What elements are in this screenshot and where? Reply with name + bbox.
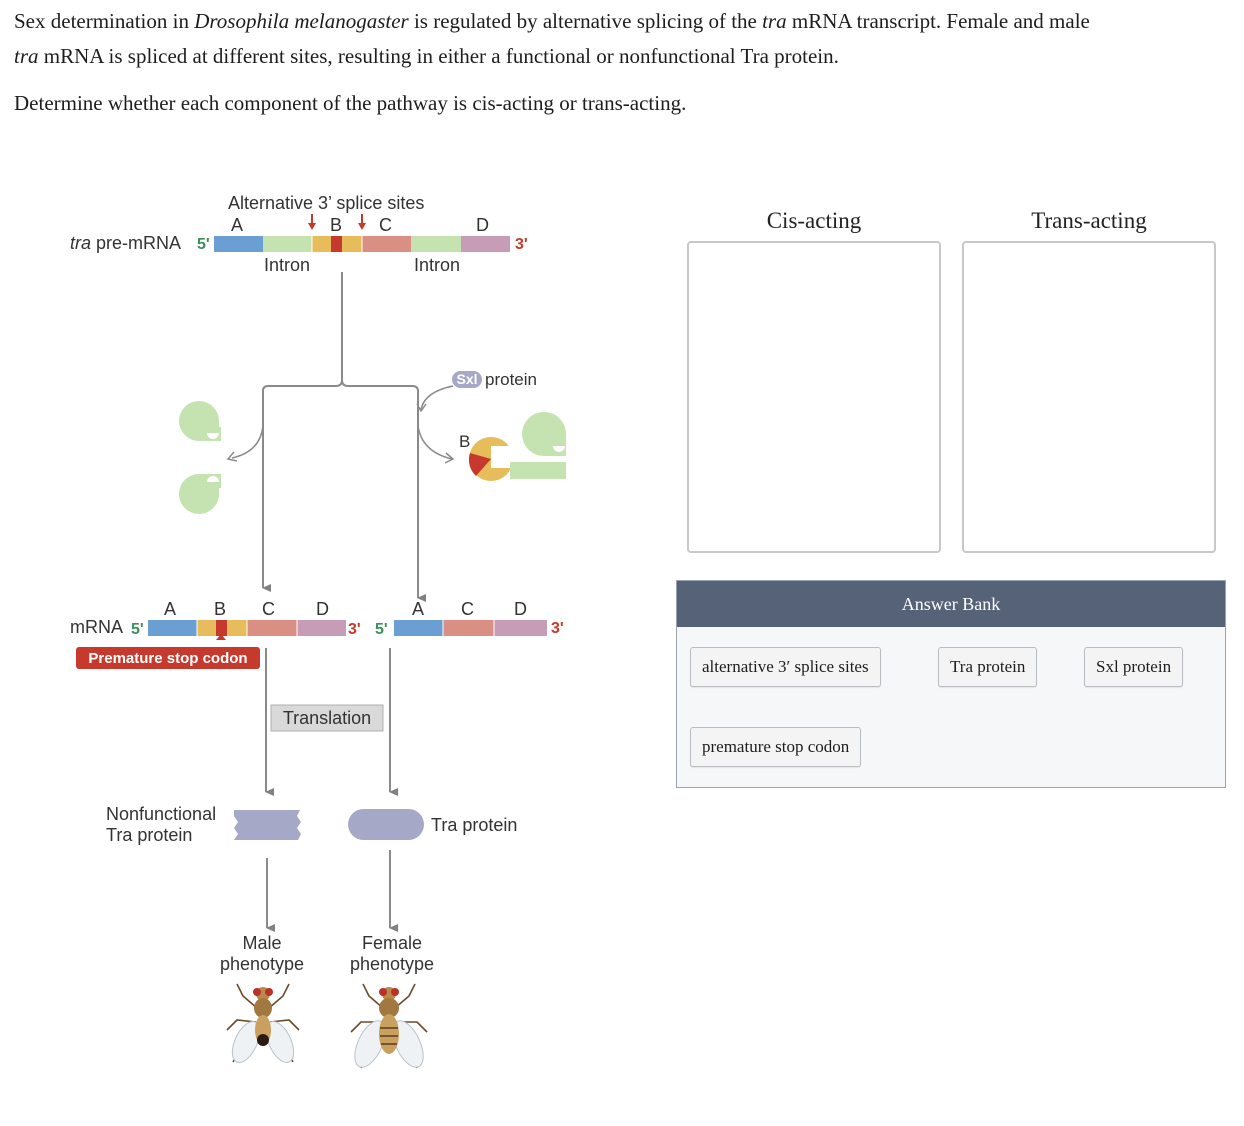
female-mrna xyxy=(394,620,547,636)
answer-chip-alternative-splice-sites[interactable]: alternative 3′ splice sites xyxy=(690,647,881,687)
alt-splice-sites-label: Alternative 3’ splice sites xyxy=(228,193,424,213)
exon-a-segment xyxy=(214,236,263,252)
sxl-protein-label: protein xyxy=(485,370,537,389)
premature-stop-codon-badge xyxy=(76,647,260,669)
cis-acting-title: Cis-acting xyxy=(766,208,862,233)
cis-acting-drop-zone[interactable] xyxy=(687,241,941,553)
answer-chip-tra-protein[interactable]: Tra protein xyxy=(938,647,1038,687)
three-prime-label: 3' xyxy=(551,620,564,637)
gene-name: tra xyxy=(762,9,787,33)
intron-label: Intron xyxy=(264,255,310,275)
question-text-segment: Sex determination in xyxy=(14,9,195,33)
three-prime-label: 3' xyxy=(348,621,361,638)
female-phenotype-label: Female xyxy=(362,933,422,953)
trans-acting-title: Trans-acting xyxy=(1031,208,1147,233)
three-prime-label: 3' xyxy=(515,236,528,253)
exon-a-label: A xyxy=(412,599,424,619)
gene-name: tra xyxy=(14,44,39,68)
exon-d-label: D xyxy=(316,599,329,619)
sxl-badge xyxy=(452,371,482,388)
exon-b-label: B xyxy=(330,215,342,235)
exon-c-label: C xyxy=(379,215,392,235)
five-prime-label: 5' xyxy=(197,236,210,253)
female-fly-image xyxy=(350,983,428,1069)
exon-c-label: C xyxy=(262,599,275,619)
pathway-branch-lines xyxy=(262,272,426,602)
answer-bank-title: Answer Bank xyxy=(677,581,1225,627)
question-text: Sex determination in Drosophila melanoga… xyxy=(14,4,1242,121)
male-mrna xyxy=(148,620,346,636)
male-phenotype-label: phenotype xyxy=(220,954,304,974)
intron-label: Intron xyxy=(414,255,460,275)
question-paragraph-1: Sex determination in Drosophila melanoga… xyxy=(14,4,1242,74)
exon-c-label: C xyxy=(461,599,474,619)
answer-bank: Answer Bank alternative 3′ splice sites … xyxy=(676,580,1226,788)
five-prime-label: 5' xyxy=(131,621,144,638)
tra-protein-label: Tra protein xyxy=(431,815,517,835)
intron-release-arrow xyxy=(231,425,264,459)
exon-d-segment xyxy=(461,236,510,252)
exon-d-label: D xyxy=(514,599,527,619)
functional-tra-protein xyxy=(348,809,424,840)
mrna-label: mRNA xyxy=(70,617,123,637)
pre-mrna-label: tra pre-mRNA xyxy=(70,233,181,253)
premature-stop-codon-label: Premature stop codon xyxy=(88,650,247,667)
translation-box xyxy=(270,704,384,732)
male-phenotype-label: Male xyxy=(242,933,281,953)
question-text-segment: is regulated by alternative splicing of … xyxy=(408,9,763,33)
female-phenotype-label: phenotype xyxy=(350,954,434,974)
exon-b-label: B xyxy=(459,432,470,451)
question-instruction: Determine whether each component of the … xyxy=(14,91,687,115)
splice-site-arrow xyxy=(308,214,316,230)
translation-label: Translation xyxy=(283,708,371,728)
nonfunctional-label: Nonfunctional xyxy=(106,804,216,824)
exon-d-label: D xyxy=(476,215,489,235)
splicing-pathway-diagram: Alternative 3’ splice sites A B C D tra … xyxy=(70,193,566,1069)
intron-segment xyxy=(263,236,312,252)
question-text-segment: mRNA transcript. Female and male xyxy=(786,9,1090,33)
sxl-binding-arrow xyxy=(420,385,454,411)
trans-acting-drop-zone[interactable] xyxy=(962,241,1216,553)
nonfunctional-label: Tra protein xyxy=(106,825,192,845)
splice-site-arrow xyxy=(358,214,366,230)
species-name: Drosophila melanogaster xyxy=(194,9,409,33)
sxl-badge-label: Sxl xyxy=(456,371,477,387)
stop-codon-segment xyxy=(331,236,342,252)
exon-a-label: A xyxy=(231,215,243,235)
excised-intron-lariats xyxy=(179,401,221,514)
exon-a-label: A xyxy=(164,599,176,619)
question-text-segment: mRNA is spliced at different sites, resu… xyxy=(38,44,839,68)
nonfunctional-tra-protein xyxy=(234,810,301,840)
answer-chip-premature-stop-codon[interactable]: premature stop codon xyxy=(690,727,862,767)
exon-c-segment xyxy=(362,236,411,252)
exon-b-label: B xyxy=(214,599,226,619)
answer-chip-sxl-protein[interactable]: Sxl protein xyxy=(1084,647,1184,687)
sxl-bound-intron xyxy=(468,412,566,481)
male-fly-image xyxy=(226,983,300,1063)
five-prime-label: 5' xyxy=(375,621,388,638)
intron-segment xyxy=(411,236,461,252)
